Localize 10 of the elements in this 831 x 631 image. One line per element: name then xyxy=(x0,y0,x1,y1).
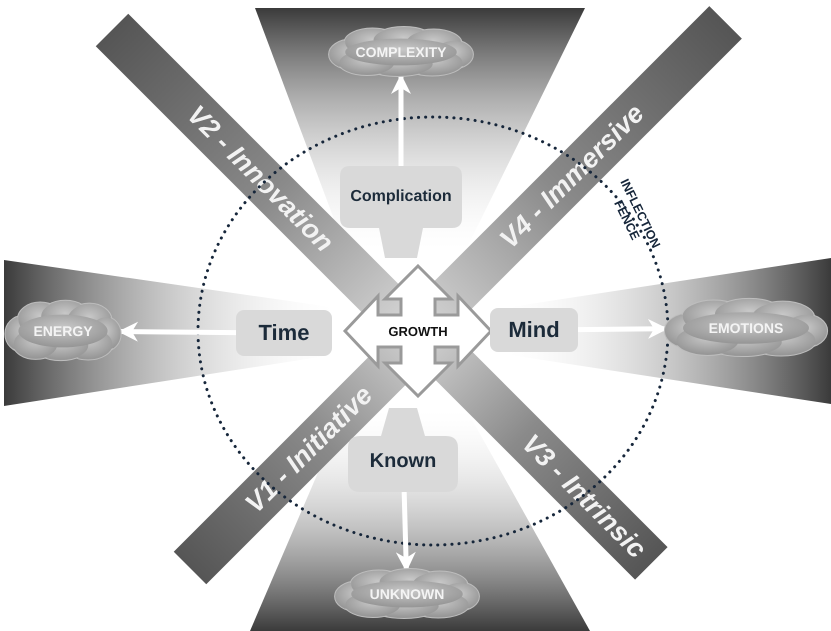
callout-label: Known xyxy=(370,450,436,472)
center-label: GROWTH xyxy=(388,324,448,338)
callout-label: Complication xyxy=(350,187,452,206)
cloud-label: ENERGY xyxy=(33,323,93,339)
box-label: Time xyxy=(258,320,310,346)
arrow xyxy=(391,74,411,166)
cloud-label: UNKNOWN xyxy=(370,586,444,602)
box-label: Mind xyxy=(508,317,560,343)
cloud-label: EMOTIONS xyxy=(708,320,784,336)
cloud-label: COMPLEXITY xyxy=(355,44,446,60)
